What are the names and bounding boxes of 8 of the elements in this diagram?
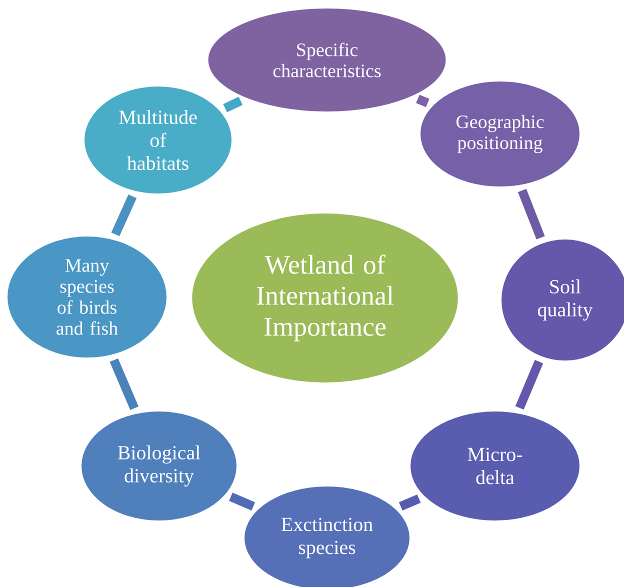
connector-bar [111,194,137,236]
connector-bar [518,188,545,240]
connector-bar [223,96,243,112]
connector-bar [110,358,139,410]
connector-bar [416,94,430,108]
connector-bar [229,492,256,511]
connector-bar [515,360,544,410]
connector-bar [398,494,421,511]
